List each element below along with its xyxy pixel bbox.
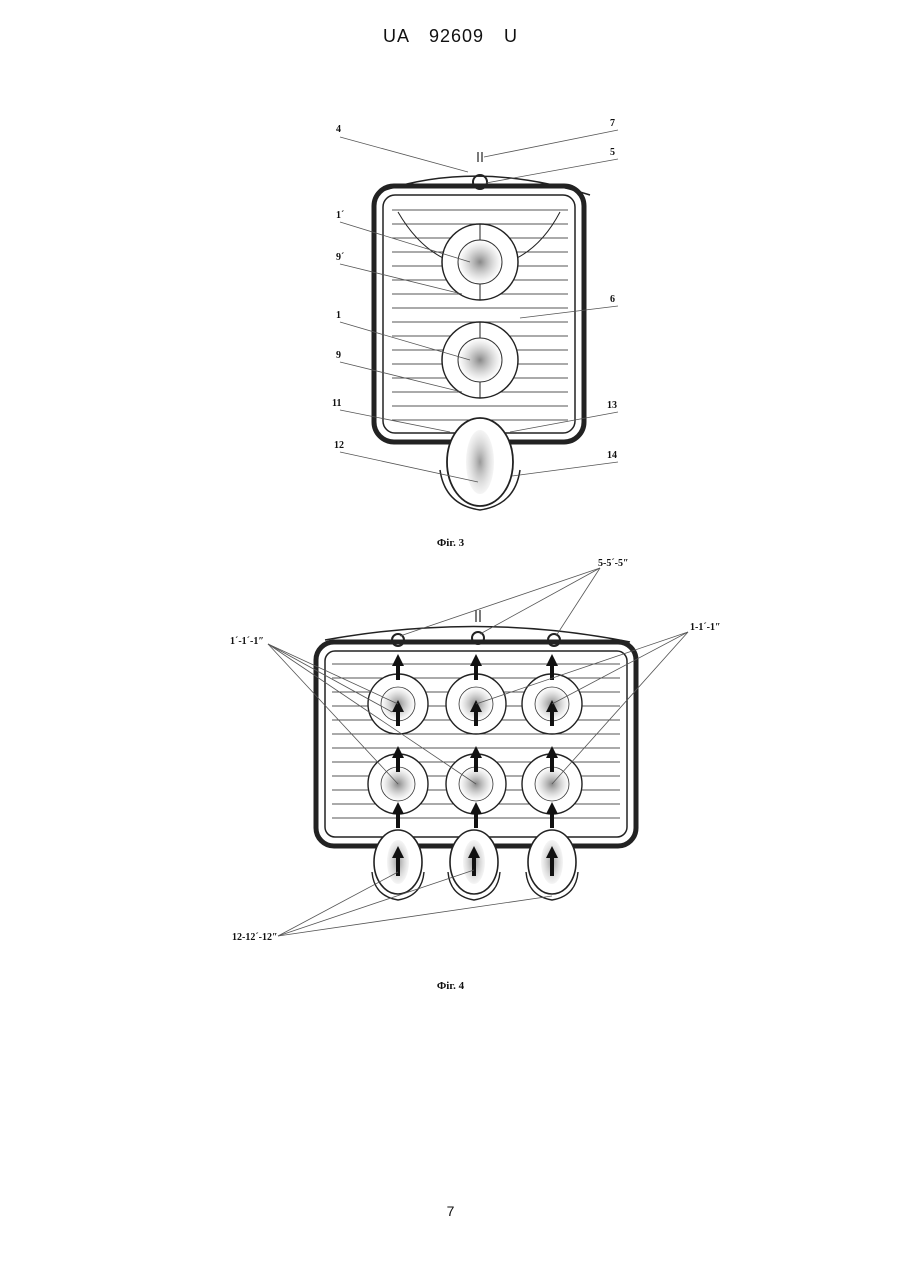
figure-4-caption: Фіг. 4 xyxy=(0,980,901,992)
label-4: 4 xyxy=(336,124,341,135)
page-number: 7 xyxy=(0,1203,901,1219)
label-1-prime-1-1: 1´-1´-1″ xyxy=(230,636,264,647)
label-11: 11 xyxy=(332,398,341,409)
label-13: 13 xyxy=(607,400,617,411)
label-1: 1 xyxy=(336,310,341,321)
label-1-1-1: 1-1´-1″ xyxy=(690,622,721,633)
label-5-5-5: 5-5´-5″ xyxy=(598,558,629,569)
label-14: 14 xyxy=(607,450,617,461)
label-12: 12 xyxy=(334,440,344,451)
label-5: 5 xyxy=(610,147,615,158)
label-7: 7 xyxy=(610,118,615,129)
label-9-prime: 9´ xyxy=(336,252,344,263)
figure-4-drawing: 5-5´-5″ 1-1´-1″ 1´-1´-1″ 12-12´-12″ xyxy=(0,555,901,975)
label-12-12-12: 12-12´-12″ xyxy=(232,932,278,943)
label-1-prime: 1´ xyxy=(336,210,344,221)
figure-3-drawing: 4 7 5 1´ 9´ 6 1 9 11 13 12 14 xyxy=(0,0,901,560)
label-9: 9 xyxy=(336,350,341,361)
figure-3-caption: Фіг. 3 xyxy=(0,537,901,549)
label-6: 6 xyxy=(610,294,615,305)
